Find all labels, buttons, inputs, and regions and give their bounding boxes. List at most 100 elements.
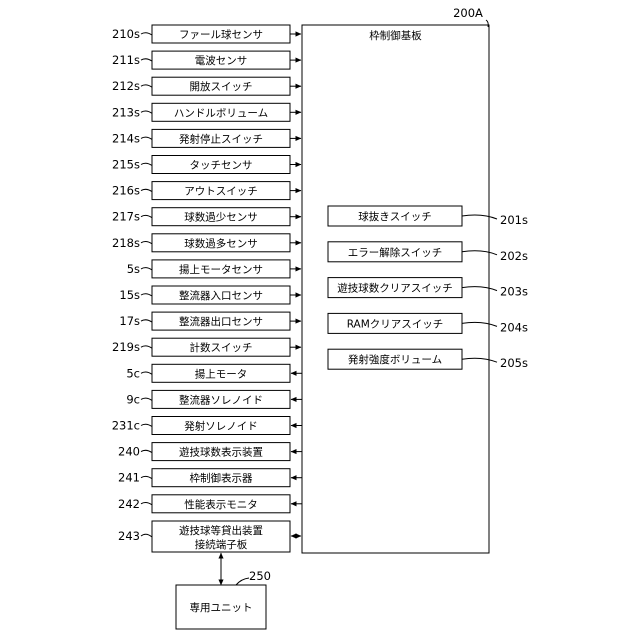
device-row: 揚上モータ 5c	[126, 364, 302, 382]
internal-switch-ref: 202s	[500, 249, 528, 263]
device-ref-leader	[141, 320, 152, 322]
device-ref-leader	[141, 163, 152, 165]
device-ref: 240	[118, 445, 140, 459]
internal-switch-ref: 201s	[500, 213, 528, 227]
device-row: 整流器入口センサ 15s	[119, 286, 301, 304]
device-ref-leader	[141, 294, 152, 296]
device-label: 揚上モータセンサ	[179, 263, 263, 276]
device-ref: 212s	[112, 79, 140, 93]
device-row: 球数過少センサ217s	[112, 208, 301, 226]
device-label: 整流器入口センサ	[179, 289, 263, 302]
device-ref: 15s	[119, 288, 140, 302]
device-ref-leader	[141, 111, 152, 113]
device-label: アウトスイッチ	[184, 186, 258, 198]
internal-switch-label: 発射強度ボリューム	[348, 353, 442, 366]
internal-switch: 発射強度ボリューム 205s	[328, 349, 528, 370]
device-ref-leader	[141, 189, 152, 191]
connector-board-label-line2: 接続端子板	[195, 538, 248, 551]
device-label: タッチセンサ	[190, 160, 253, 172]
device-row: タッチセンサ 215s	[112, 156, 301, 174]
device-ref-leader	[141, 85, 152, 87]
device-ref: 216s	[112, 184, 140, 198]
device-row: アウトスイッチ 216s	[112, 182, 301, 200]
device-ref: 210s	[112, 27, 140, 41]
connector-board-ref: 243	[118, 529, 140, 543]
device-label: 発射ソレノイド	[184, 420, 258, 433]
device-row: 整流器出口センサ 17s	[119, 312, 301, 330]
device-ref: 231c	[112, 419, 140, 433]
device-ref: 213s	[112, 105, 140, 119]
device-ref: 219s	[112, 340, 140, 354]
device-row: 発射ソレノイド 231c	[112, 417, 302, 435]
device-label: 計数スイッチ	[190, 341, 253, 354]
device-ref-leader	[141, 476, 152, 478]
device-ref: 242	[118, 497, 140, 511]
device-ref-leader	[141, 398, 152, 400]
device-ref-leader	[141, 268, 152, 270]
internal-switch-label: エラー解除スイッチ	[348, 246, 443, 259]
device-row: 発射停止スイッチ 214s	[112, 129, 301, 147]
internal-switch: 球抜きスイッチ201s	[328, 206, 528, 227]
device-ref-leader	[141, 346, 152, 348]
device-row: ファール球センサ 210s	[112, 25, 301, 43]
device-row: ハンドルボリューム 213s	[112, 103, 301, 121]
device-ref-leader	[141, 33, 152, 35]
device-label: 整流器出口センサ	[179, 315, 263, 328]
internal-switch: エラー解除スイッチ 202s	[328, 242, 528, 263]
device-label: 遊技球数表示装置	[179, 446, 263, 459]
device-label: 性能表示モニタ	[184, 498, 258, 511]
dedicated-unit-label: 専用ユニット	[190, 602, 253, 614]
device-label: 枠制御表示器	[190, 472, 253, 485]
device-row: 電波センサ 211s	[112, 51, 301, 69]
device-ref: 211s	[112, 53, 140, 67]
device-row: 性能表示モニタ 242	[118, 495, 302, 513]
device-row: 枠制御表示器 241	[118, 469, 302, 487]
device-label: 球数過少センサ	[184, 211, 258, 224]
connector-board-label-line1: 遊技球等貸出装置	[179, 524, 263, 537]
device-ref-leader	[141, 137, 152, 139]
device-row: 球数過多センサ 218s	[112, 234, 301, 252]
internal-switch: 遊技球数クリアスイッチ 203s	[328, 278, 528, 299]
device-ref: 9c	[126, 392, 140, 406]
device-label: 揚上モータ	[195, 367, 248, 380]
internal-switch-ref: 204s	[500, 320, 528, 334]
device-ref: 215s	[112, 158, 140, 172]
control-board-ref: 200A	[453, 6, 483, 20]
device-row: 計数スイッチ 219s	[112, 338, 301, 356]
device-label: 球数過多センサ	[184, 237, 258, 250]
device-label: 開放スイッチ	[190, 80, 253, 93]
device-list: ファール球センサ 210s 電波センサ 211s 開放スイッチ 212s ハンドルボリューム…	[112, 25, 302, 513]
device-ref: 5c	[126, 366, 140, 380]
internal-switch-ref: 203s	[500, 285, 528, 299]
device-ref: 17s	[119, 314, 140, 328]
device-ref: 218s	[112, 236, 140, 250]
device-ref: 214s	[112, 131, 140, 145]
device-ref-leader	[141, 372, 152, 374]
device-ref-leader	[141, 450, 152, 452]
device-row: 揚上モータセンサ 5s	[127, 260, 301, 278]
dedicated-unit-ref: 250	[249, 569, 271, 583]
device-ref: 5s	[127, 262, 140, 276]
device-ref-leader	[141, 503, 152, 505]
dedicated-unit-ref-leader	[236, 578, 249, 585]
device-row: 整流器ソレノイド 9c	[126, 390, 302, 408]
device-label: ハンドルボリューム	[174, 107, 268, 119]
connector-board: 遊技球等貸出装置 接続端子板 243	[118, 521, 301, 552]
connector-board-ref-leader	[141, 534, 152, 537]
internal-switch: RAMクリアスイッチ 204s	[328, 313, 528, 334]
device-ref-leader	[141, 59, 152, 61]
dedicated-unit: 専用ユニット 250	[176, 553, 271, 629]
device-label: 発射停止スイッチ	[179, 132, 263, 145]
device-ref-leader	[141, 424, 152, 426]
internal-switch-ref: 205s	[500, 356, 528, 370]
device-row: 遊技球数表示装置 240	[118, 443, 302, 461]
device-ref: 241	[118, 471, 140, 485]
device-row: 開放スイッチ 212s	[112, 77, 301, 95]
device-label: 電波センサ	[195, 54, 248, 67]
control-board-title: 枠制御基板	[369, 29, 422, 42]
device-label: ファール球センサ	[179, 28, 263, 41]
internal-switch-label: RAMクリアスイッチ	[347, 318, 444, 330]
device-label: 整流器ソレノイド	[179, 393, 263, 406]
internal-switch-label: 遊技球数クリアスイッチ	[337, 282, 453, 295]
